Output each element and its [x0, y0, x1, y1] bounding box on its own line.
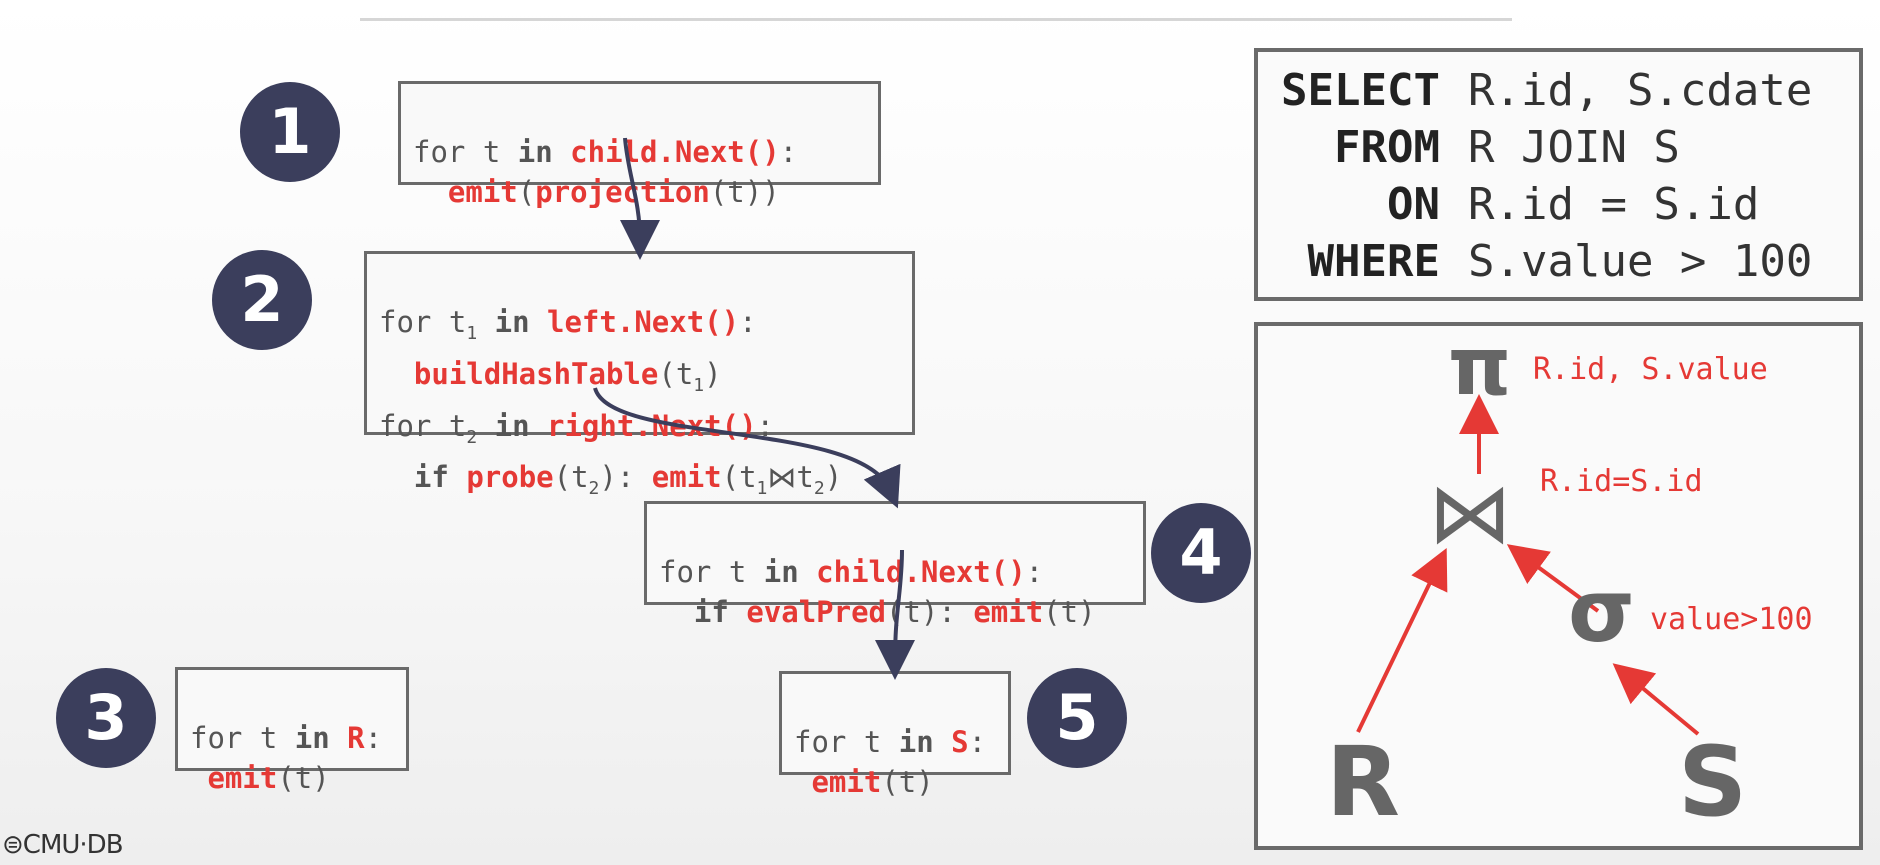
- step-badge-2: 2: [212, 250, 312, 350]
- step-badge-4: 4: [1151, 503, 1251, 603]
- projection-symbol: π: [1448, 320, 1512, 413]
- step-badge-3: 3: [56, 668, 156, 768]
- filter-operator-code: for t in child.Next(): if evalPred(t): e…: [644, 501, 1146, 629]
- flow-arrow-2-to-4: [593, 387, 901, 509]
- query-plan-tree: π R.id, S.value ⋈ R.id=S.id σ value>100 …: [1254, 320, 1863, 850]
- code-line: emit(t): [811, 765, 934, 799]
- flow-arrow-4-to-5: [875, 549, 916, 680]
- code-line: if probe(t2): emit(t1⋈t2): [413, 460, 843, 500]
- code-line: for t2 in right.Next():: [379, 408, 774, 448]
- edge-selection-to-join: [1506, 544, 1600, 613]
- code-line: for t in child.Next():: [413, 135, 798, 169]
- relation-s: S: [1678, 726, 1748, 838]
- step-badge-1: 1: [240, 82, 340, 182]
- step-badge-5: 5: [1027, 668, 1127, 768]
- selection-symbol: σ: [1568, 562, 1635, 662]
- projection-operator-code: for t in child.Next(): emit(projection(t…: [398, 81, 881, 209]
- code-line: for t in child.Next():: [659, 555, 1044, 589]
- tree-edges: [1356, 394, 1700, 736]
- join-label: R.id=S.id: [1540, 464, 1703, 499]
- code-line: if evalPred(t): emit(t): [693, 595, 1096, 629]
- scan-r-operator-code: for t in R: emit(t): [175, 667, 409, 795]
- code-line: emit(t): [207, 761, 330, 795]
- code-line: for t in R:: [190, 721, 383, 755]
- code-line: buildHashTable(t1): [413, 356, 722, 396]
- code-line: for t1 in left.Next():: [379, 305, 757, 344]
- code-line: emit(projection(t)): [447, 175, 780, 209]
- projection-label: R.id, S.value: [1533, 352, 1768, 387]
- relation-r: R: [1326, 726, 1400, 838]
- edge-r-to-join: [1356, 547, 1448, 733]
- cmu-db-logo: ⊜CMU·DB: [2, 830, 124, 860]
- code-line: for t in S:: [794, 725, 987, 759]
- top-divider: [360, 18, 1512, 21]
- selection-label: value>100: [1650, 602, 1813, 637]
- edge-s-to-selection: [1612, 663, 1700, 736]
- join-symbol: ⋈: [1428, 464, 1512, 562]
- flow-arrow-1-to-2: [619, 137, 660, 260]
- hash-join-operator-code: for t1 in left.Next(): buildHashTable(t1…: [364, 251, 915, 499]
